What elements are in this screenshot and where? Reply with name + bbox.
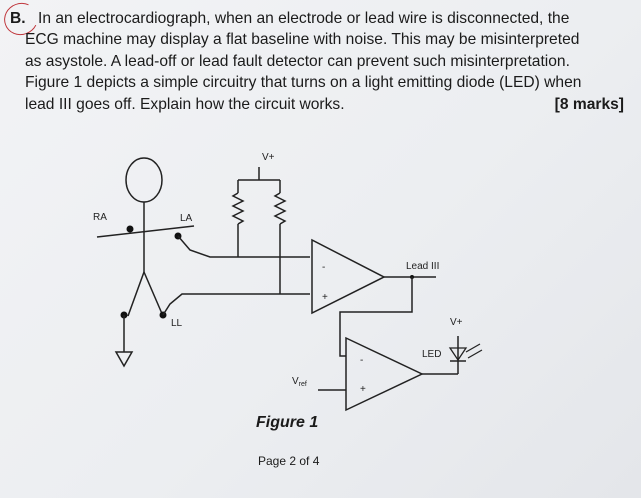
- top-opamp-plus: +: [322, 292, 328, 303]
- top-opamp: [311, 238, 386, 315]
- vplus-led-label: V+: [450, 317, 463, 328]
- vplus-top-label: V+: [262, 152, 275, 163]
- figure-head: [125, 157, 163, 203]
- vref-label: Vref: [292, 376, 307, 388]
- led-ray-1: [465, 343, 481, 353]
- figure-caption: Figure 1: [256, 414, 319, 431]
- question-text: B.In an electrocardiograph, when an elec…: [0, 0, 628, 115]
- figure-left-leg: [127, 271, 145, 317]
- la-label: LA: [180, 213, 193, 224]
- question-line-1: B.In an electrocardiograph, when an elec…: [0, 0, 628, 40]
- lead-iii-label: Lead III: [406, 261, 439, 272]
- comparator-input-wire: [339, 277, 413, 357]
- figure-arms: [96, 225, 195, 238]
- question-label: B.: [0, 0, 43, 40]
- figure-right-leg: [143, 271, 164, 317]
- question-line-2: ECG machine may display a flat baseline …: [25, 31, 580, 49]
- vref-main: V: [292, 376, 299, 387]
- question-line-4: Figure 1 depicts a simple circuitry that…: [25, 74, 582, 92]
- page-number: Page 2 of 4: [258, 454, 320, 468]
- led-ray-2: [467, 349, 483, 359]
- resistor-2: [273, 192, 287, 225]
- ll-lead-wire: [162, 293, 310, 316]
- question-line-3: as asystole. A lead-off or lead fault de…: [25, 52, 570, 70]
- question-line-1-text: In an electrocardiograph, when an electr…: [38, 10, 570, 27]
- question-line-5: lead III goes off. Explain how the circu…: [10, 94, 628, 115]
- ra-electrode: [126, 225, 134, 233]
- la-lead-wire: [177, 235, 310, 258]
- bottom-opamp-minus: -: [360, 355, 363, 366]
- bottom-opamp-plus: +: [360, 384, 366, 395]
- resistor-1: [231, 192, 245, 225]
- ground-symbol: [114, 351, 134, 368]
- body-figure: [96, 157, 195, 317]
- vref-subscript: ref: [299, 381, 307, 388]
- bottom-opamp: [345, 336, 424, 412]
- ra-label: RA: [93, 212, 107, 223]
- led-symbol: [448, 347, 468, 362]
- marks-label: [8 marks]: [554, 95, 624, 113]
- top-opamp-minus: -: [322, 262, 325, 273]
- question-line-5-text: lead III goes off. Explain how the circu…: [25, 95, 345, 113]
- led-label: LED: [422, 349, 441, 360]
- ll-label: LL: [171, 318, 183, 329]
